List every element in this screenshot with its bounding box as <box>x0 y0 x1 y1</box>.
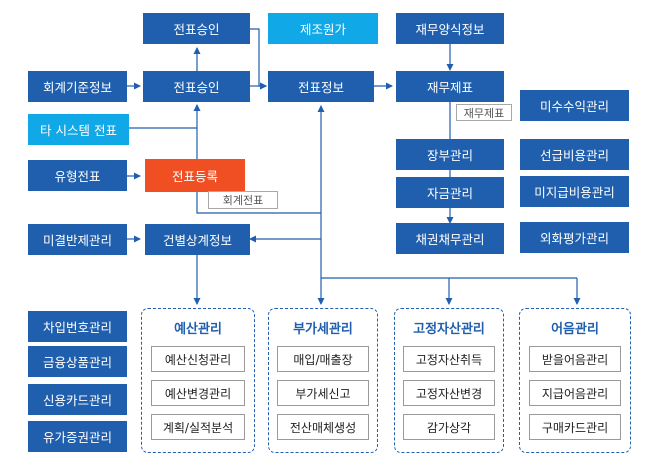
group-vat-title: 부가세관리 <box>293 321 353 337</box>
node-accounting-standard-info: 회계기준정보 <box>28 71 127 102</box>
node-prepaid-expense: 선급비용관리 <box>520 139 629 170</box>
node-loan-number-management: 차입번호관리 <box>28 311 127 342</box>
group-fixed-assets-title: 고정자산관리 <box>413 321 485 337</box>
group-notes-item: 지급어음관리 <box>529 380 621 406</box>
node-credit-card-management: 신용카드관리 <box>28 384 127 415</box>
node-voucher-info: 전표정보 <box>268 71 374 102</box>
node-other-system-voucher: 타 시스템 전표 <box>28 114 129 145</box>
node-voucher-register: 전표등록 <box>145 159 245 192</box>
group-notes-title: 어음관리 <box>551 321 599 337</box>
node-ledger-management: 장부관리 <box>396 139 504 170</box>
tag-financial-statement: 재무제표 <box>456 104 512 121</box>
tag-accounting-voucher: 회계전표 <box>208 191 278 209</box>
group-budget-item: 예산신청관리 <box>151 346 245 372</box>
node-unsettled-management: 미결반제관리 <box>28 224 127 255</box>
node-detail-offset-info: 건별상계정보 <box>145 224 250 255</box>
group-vat-item: 전산매체생성 <box>277 414 369 440</box>
group-fixed-assets-item: 고정자산변경 <box>403 380 495 406</box>
group-vat-item: 매입/매출장 <box>277 346 369 372</box>
node-debt-management: 채권채무관리 <box>396 223 504 254</box>
group-vat-item: 부가세신고 <box>277 380 369 406</box>
group-budget <box>141 308 255 453</box>
node-fund-management: 자금관리 <box>396 177 504 208</box>
node-voucher-approval-top: 전표승인 <box>143 13 250 44</box>
node-voucher-approval: 전표승인 <box>143 71 250 102</box>
group-budget-item: 예산변경관리 <box>151 380 245 406</box>
node-fx-evaluation: 외화평가관리 <box>520 222 629 253</box>
group-budget-title: 예산관리 <box>174 321 222 337</box>
group-budget-item: 계획/실적분석 <box>151 414 245 440</box>
node-type-voucher: 유형전표 <box>28 160 127 191</box>
group-vat <box>268 308 378 453</box>
group-fixed-assets-item: 고정자산취득 <box>403 346 495 372</box>
group-notes <box>519 308 631 453</box>
node-securities-management: 유가증권관리 <box>28 421 127 452</box>
group-fixed-assets <box>394 308 504 453</box>
group-notes-item: 받을어음관리 <box>529 346 621 372</box>
group-fixed-assets-item: 감가상각 <box>403 414 495 440</box>
node-financial-product-management: 금융상품관리 <box>28 346 127 377</box>
node-unpaid-expense: 미지급비용관리 <box>520 176 629 207</box>
node-accrued-income: 미수수익관리 <box>520 90 629 121</box>
node-financial-statement: 재무제표 <box>396 71 504 102</box>
group-notes-item: 구매카드관리 <box>529 414 621 440</box>
node-manufacturing-cost: 제조원가 <box>268 13 378 44</box>
node-financial-form-info: 재무양식정보 <box>396 13 504 44</box>
